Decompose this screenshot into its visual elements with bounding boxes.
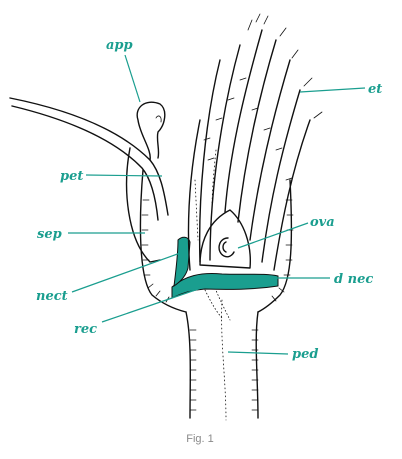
pedicel: [185, 299, 259, 421]
leader-lines: [68, 54, 366, 355]
label-app: app: [106, 38, 133, 53]
label-rec: rec: [74, 322, 97, 337]
petal: [9, 97, 169, 221]
label-sep: sep: [37, 227, 62, 242]
label-ova: ova: [310, 215, 335, 230]
figure-caption: Fig. 1: [186, 433, 214, 445]
label-pet: pet: [60, 169, 83, 184]
label-d-nec: d nec: [334, 272, 373, 287]
ovary: [199, 209, 252, 269]
sepal: [125, 147, 161, 263]
label-nect: nect: [36, 289, 68, 304]
nectary: [171, 236, 279, 299]
stamens: [187, 13, 323, 271]
label-et: et: [368, 82, 382, 97]
label-ped: ped: [292, 347, 318, 362]
